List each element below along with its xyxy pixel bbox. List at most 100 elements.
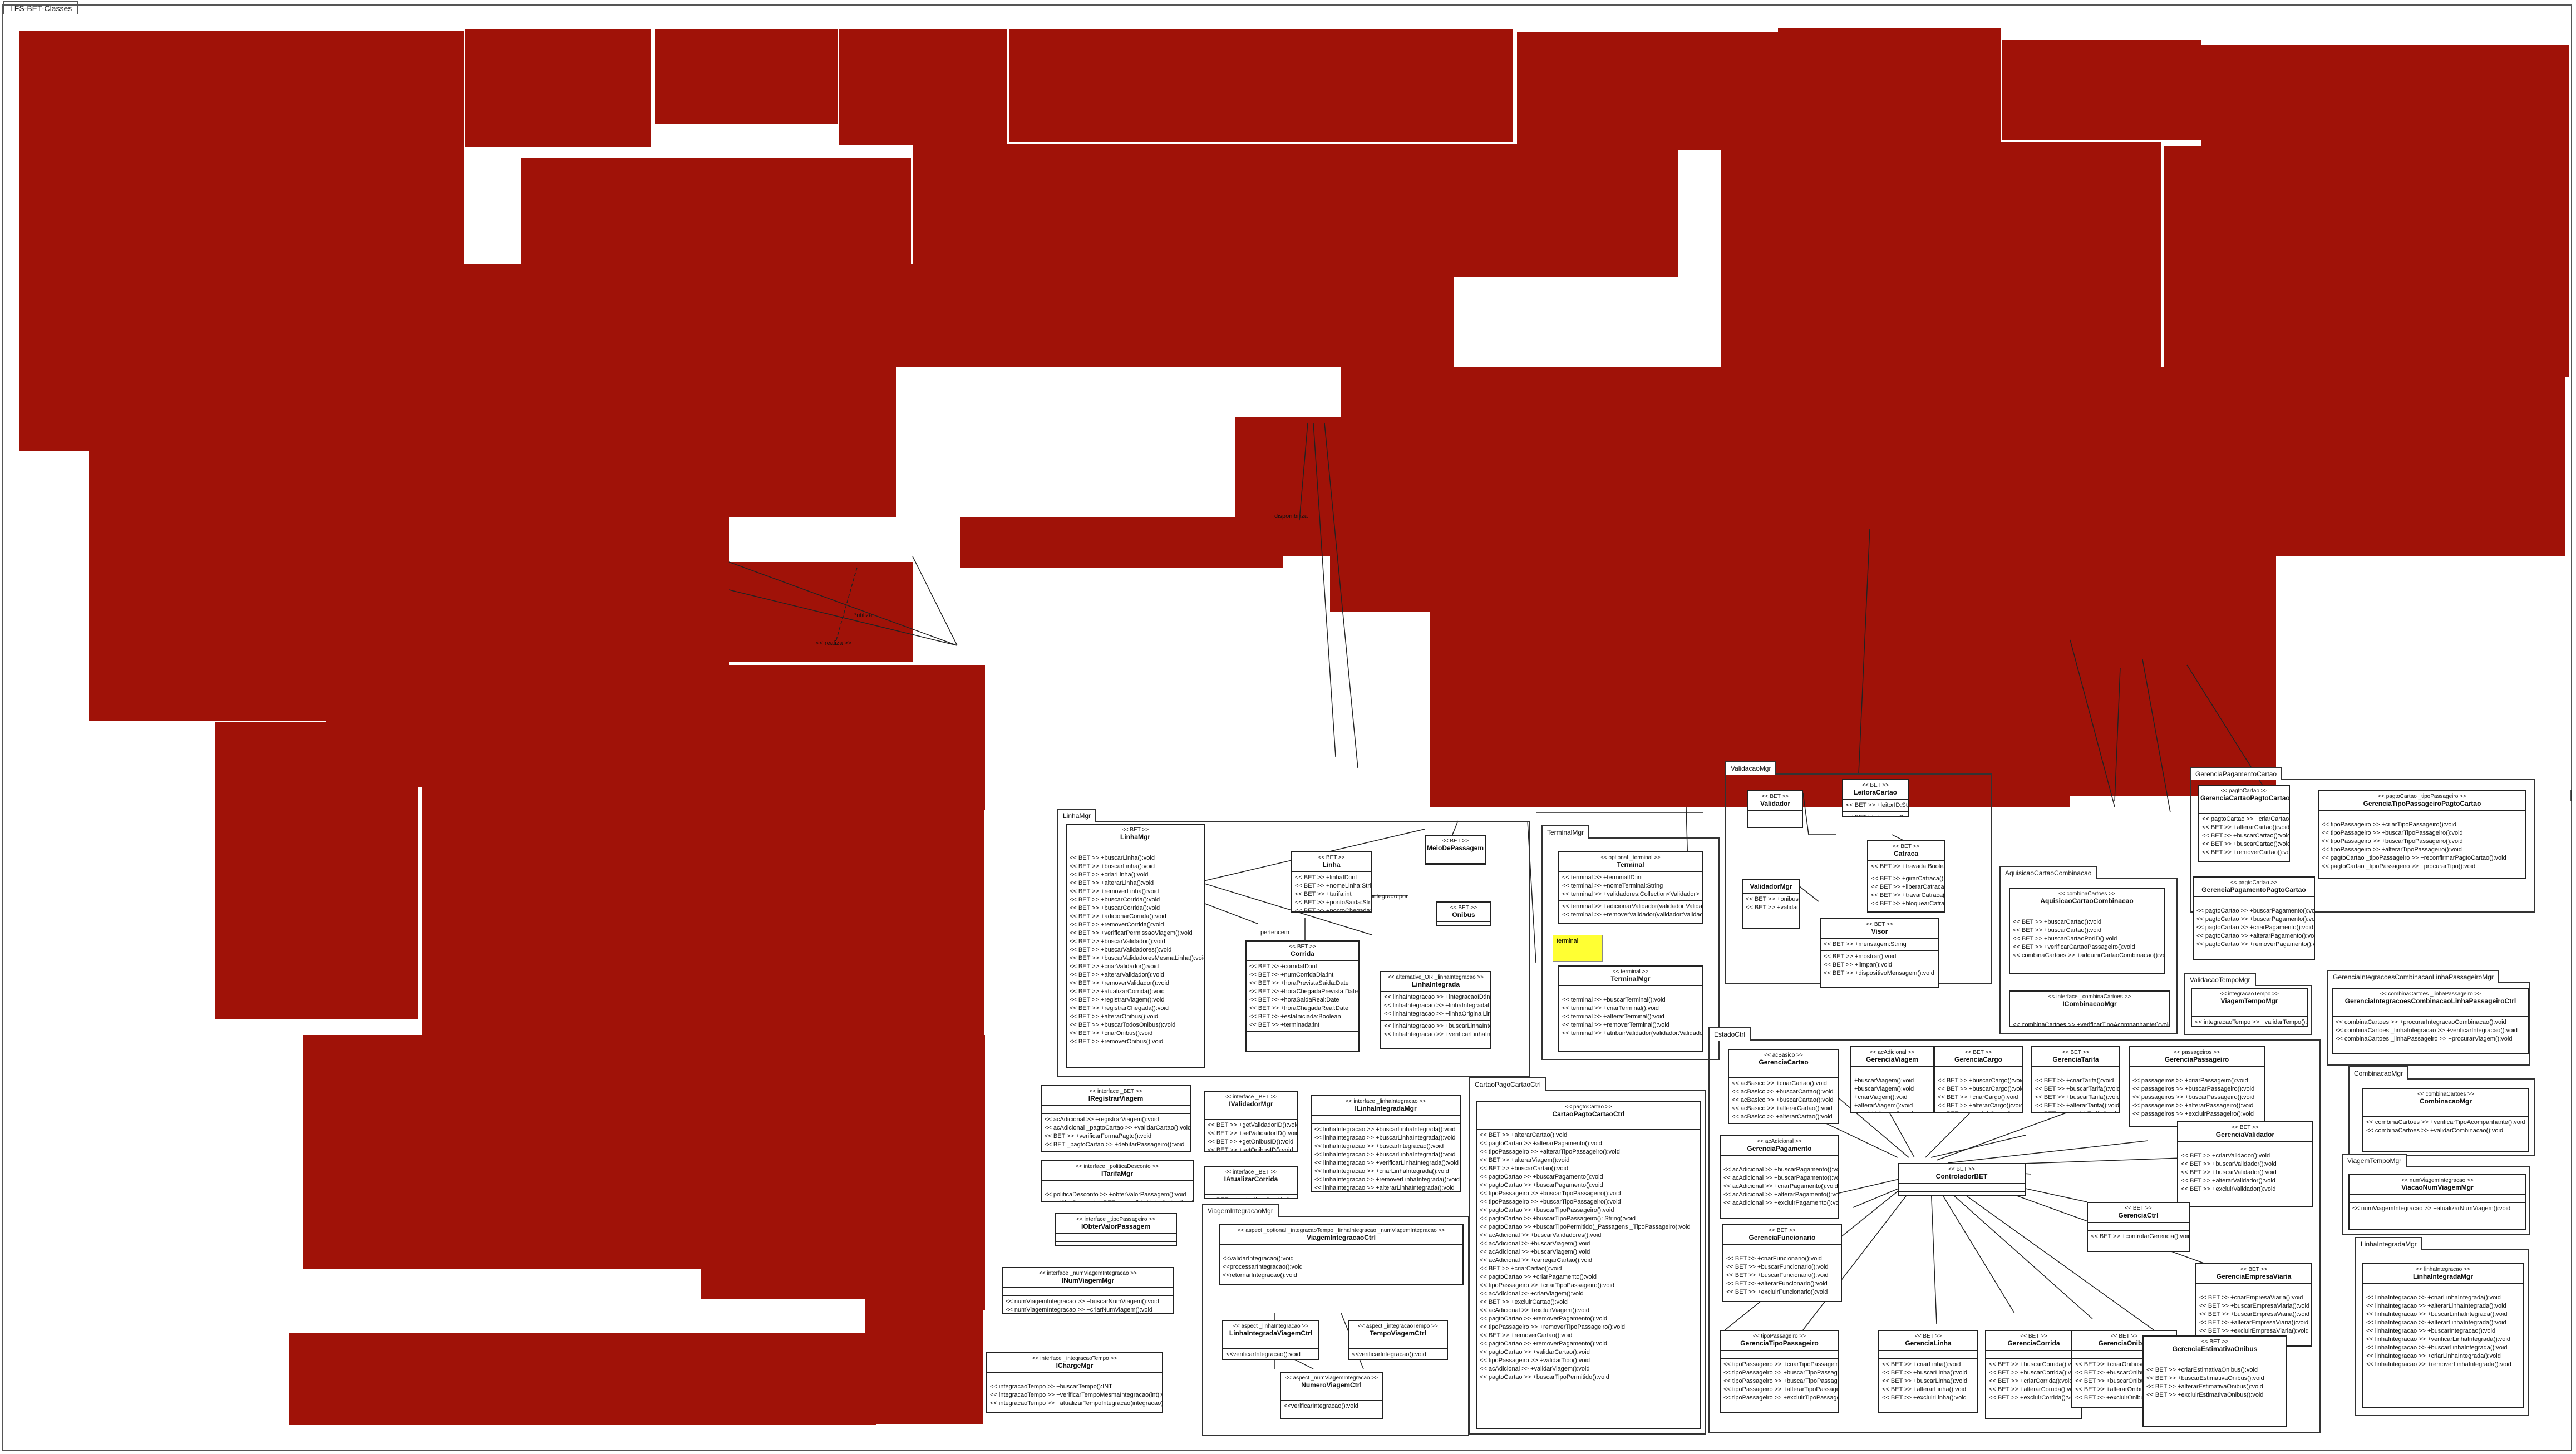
- class-header: << linhaIntegracao >>LinhaIntegradaMgr: [2363, 1264, 2523, 1284]
- class-operations: << BET >> +criarValidador():void<< BET >…: [2178, 1150, 2312, 1195]
- class-gempresa[interactable]: << BET >>GerenciaEmpresaViaria<< BET >> …: [2195, 1263, 2312, 1347]
- class-attributes: [1056, 1234, 1176, 1242]
- class-attributes: << BET >> +linhaID:int<< BET >> +nomeLin…: [1292, 872, 1371, 911]
- class-gcargo[interactable]: << BET >>GerenciaCargo<< BET >> +buscarC…: [1934, 1046, 2023, 1113]
- class-gctrl[interactable]: << BET >>GerenciaCtrl<< BET >> +controla…: [2087, 1202, 2190, 1252]
- class-name: GerenciaEstimativaOnibus: [2172, 1345, 2258, 1353]
- class-tempoctrl[interactable]: << aspect _integracaoTempo >>TempoViagem…: [1348, 1320, 1448, 1360]
- class-ilinhaint[interactable]: << interface _linhaIntegracao >>ILinhaIn…: [1311, 1095, 1461, 1192]
- class-itarifa[interactable]: << interface _politicaDesconto >>ITarifa…: [1041, 1160, 1194, 1202]
- class-gintcomb[interactable]: << combinaCartoes _linhaPassageiro >>Ger…: [2332, 988, 2529, 1054]
- class-gvalidador[interactable]: << BET >>GerenciaValidador<< BET >> +cri…: [2177, 1121, 2313, 1207]
- class-operation: << BET >> +iniciarAcessoAcesso():void: [1902, 1194, 2022, 1195]
- class-operation: << BET >> +buscarEstimativaOnibus():void: [2146, 1375, 2264, 1382]
- class-stereotype: << pagtoCartao >>: [2220, 788, 2268, 794]
- class-operations: << combinaCartoes >> +procurarIntegracao…: [2333, 1017, 2528, 1045]
- class-header: << aspect _integracaoTempo >>TempoViagem…: [1349, 1321, 1447, 1340]
- class-operation: << terminal >> +removerTerminal():void: [1562, 1022, 1669, 1028]
- class-icombmgr[interactable]: << interface _combinaCartoes >>ICombinac…: [2009, 990, 2170, 1027]
- class-name: IAtualizarCorrida: [1224, 1175, 1278, 1183]
- class-gviagem[interactable]: << acAdicional >>GerenciaViagem+buscarVi…: [1850, 1046, 1934, 1113]
- class-attributes: << BET >> +travada:Boolean: [1868, 861, 1944, 873]
- class-leitora[interactable]: << BET >>LeitoraCartao<< BET >> +leitorI…: [1842, 779, 1909, 817]
- class-stereotype: << optional _terminal >>: [1600, 855, 1661, 861]
- class-ivalorpass[interactable]: << interface _tipoPassageiro >>IObterVal…: [1055, 1213, 1177, 1246]
- class-operation: << BET >> +buscarTarifa():void: [2035, 1094, 2120, 1101]
- class-corrida[interactable]: << BET >>Corrida<< BET >> +corridaID:int…: [1245, 940, 1360, 1052]
- class-operations: << BET >> +atualizarCorrida():void: [1205, 1195, 1297, 1198]
- class-numctrl[interactable]: << aspect _numViagemIntegracao >>NumeroV…: [1280, 1372, 1383, 1419]
- class-linhaintctrl[interactable]: << aspect _linhaIntegracao >>LinhaIntegr…: [1222, 1320, 1319, 1360]
- class-meiopass[interactable]: << BET >>MeioDePassagem: [1425, 835, 1486, 865]
- class-visor[interactable]: << BET >>Visor<< BET >> +mensagem:String…: [1820, 918, 1939, 988]
- class-header: << BET >>LinhaMgr: [1067, 825, 1204, 844]
- class-operation: << BET >> +atualizarCorrida():void: [1070, 988, 1165, 995]
- class-linhaint[interactable]: << alternative_OR _linhaIntegracao >>Lin…: [1380, 971, 1491, 1049]
- class-gcartao[interactable]: << acBasico >>GerenciaCartao<< acBasico …: [1728, 1049, 1839, 1124]
- class-onibus[interactable]: << BET >>Onibus<< BET >> +onibusID:int: [1436, 901, 1491, 926]
- class-terminal[interactable]: << optional _terminal >>Terminal<< termi…: [1558, 851, 1703, 924]
- class-operation: << BET >> +excluirEstimativaOnibus():voi…: [2146, 1392, 2264, 1398]
- class-operation: << BET _pagtoCartao >> +debitarPassageir…: [1045, 1141, 1185, 1148]
- redacted-block: [2201, 144, 2569, 377]
- class-gfuncionario[interactable]: << BET >>GerenciaFuncionario<< BET >> +c…: [1722, 1224, 1842, 1302]
- class-operation: << combinaCartoes >> +verificarTipoAcomp…: [2013, 1022, 2170, 1027]
- class-contrlbet[interactable]: << BET >>ControladorBET<< BET >> +inicia…: [1898, 1163, 2026, 1196]
- class-gpassageiro[interactable]: << passageiros >>GerenciaPassageiro<< pa…: [2129, 1046, 2265, 1127]
- class-operation: << BET >> +alterarTarifa():void: [2035, 1102, 2120, 1109]
- class-combmgr[interactable]: << combinaCartoes >>CombinacaoMgr<< comb…: [2362, 1088, 2529, 1152]
- class-icargatempo[interactable]: << interface _integracaoTempo >>IChargeM…: [986, 1352, 1163, 1413]
- class-catraca[interactable]: << BET >>Catraca<< BET >> +travada:Boole…: [1867, 840, 1945, 913]
- class-viagemint[interactable]: << numViagemIntegracao >>ViacaoNumViagem…: [2348, 1174, 2526, 1230]
- class-name: ICombinacaoMgr: [2062, 1000, 2117, 1008]
- class-gcartao_pago[interactable]: << pagtoCartao >>GerenciaCartaoPagtoCart…: [2198, 785, 2290, 862]
- class-linhamgr[interactable]: << BET >>LinhaMgr<< BET >> +buscarLinha(…: [1066, 824, 1205, 1068]
- class-gtarifa[interactable]: << BET >>GerenciaTarifa<< BET >> +criarT…: [2031, 1046, 2120, 1113]
- class-operation: << tipoPassageiro >> +removerTipoPassage…: [1480, 1324, 1625, 1330]
- class-gcorrida[interactable]: << BET >>GerenciaCorrida<< BET >> +busca…: [1985, 1330, 2082, 1419]
- class-iatualizar[interactable]: << interface _BET >>IAtualizarCorrida<< …: [1204, 1166, 1298, 1199]
- redacted-block: [960, 517, 1283, 568]
- class-registrar[interactable]: << interface _BET >>IRegistrarViagem<< a…: [1041, 1085, 1191, 1152]
- class-attributes: << linhaIntegracao >> +integracaoID:int<…: [1381, 992, 1490, 1021]
- class-viagemintctrl[interactable]: << aspect _optional _integracaoTempo _li…: [1219, 1224, 1464, 1285]
- class-operation: << politicaDesconto >> +obterValorPassag…: [1045, 1191, 1186, 1198]
- class-validmgr[interactable]: ValidadorMgr<< BET >> +onibusID:int<< BE…: [1742, 879, 1800, 929]
- class-name: GerenciaCtrl: [2118, 1211, 2159, 1219]
- class-gtipopass[interactable]: << pagtoCartao _tipoPassageiro >>Gerenci…: [2318, 790, 2526, 879]
- class-name: GerenciaOnibus: [2098, 1339, 2150, 1347]
- class-stereotype: << acAdicional >>: [1869, 1049, 1915, 1056]
- package-viagem-tempo: ValidacaoTempoMgr: [2184, 973, 2312, 1035]
- class-linhaintmgr[interactable]: << linhaIntegracao >>LinhaIntegradaMgr <<…: [2362, 1263, 2524, 1408]
- class-operation: << linhaIntegracao >> +criarLinhaIntegra…: [2366, 1353, 2501, 1359]
- class-attributes: [2072, 1351, 2176, 1359]
- class-operation: << linhaIntegracao >> +buscarIntegracao(…: [1314, 1143, 1444, 1150]
- class-operation: << BET >> +setOnibusID():void: [1208, 1147, 1293, 1152]
- class-operation: << pagtoCartao >> +removerPagamento():vo…: [1480, 1340, 1607, 1347]
- class-operations: << BET >> +mostrar():void<< BET >> +limp…: [1821, 951, 1938, 979]
- class-operation: << acBasico >> +criarCartao():void: [1732, 1080, 1827, 1087]
- class-stereotype: << BET >>: [1892, 844, 1920, 850]
- class-ivalidador[interactable]: << interface _BET >>IValidadorMgr<< BET …: [1204, 1091, 1298, 1152]
- class-operation: << BET >> +verificarPermissaoViagem():vo…: [1070, 930, 1193, 937]
- class-gpag_pagto[interactable]: << pagtoCartao >>GerenciaPagamentoPagtoC…: [2193, 876, 2315, 960]
- class-glinha[interactable]: << BET >>GerenciaLinha<< BET >> +criarLi…: [1878, 1330, 1978, 1413]
- class-inumviagem[interactable]: << interface _numViagemIntegracao >>INum…: [1002, 1267, 1174, 1314]
- class-viagemtempo[interactable]: << integracaoTempo >>ViagemTempoMgr<< in…: [2191, 988, 2308, 1027]
- class-cartaopagoctrl[interactable]: << pagtoCartao >>CartaoPagtoCartaoCtrl<<…: [1476, 1101, 1701, 1429]
- label-pertencem: pertencem: [1260, 929, 1289, 936]
- terminal-note: terminal: [1553, 935, 1603, 962]
- class-operation: << tipoPassageiro >> +criarTipoPassageir…: [1723, 1361, 1839, 1368]
- class-header: << BET >>GerenciaOnibus: [2072, 1331, 2176, 1351]
- class-terminalmgr[interactable]: << terminal >>TerminalMgr<< terminal >> …: [1558, 965, 1703, 1052]
- class-attributes: [2319, 811, 2525, 819]
- class-linha[interactable]: << BET >>Linha<< BET >> +linhaID:int<< B…: [1291, 851, 1372, 913]
- class-operation: << BET >> +criarFuncionario():void: [1726, 1255, 1822, 1262]
- class-operation: << acBasico >> +alterarCartao():void: [1732, 1113, 1833, 1120]
- class-validador[interactable]: << BET >>Validador: [1747, 790, 1803, 828]
- class-aquisicao[interactable]: << combinaCartoes >>AquisicaoCartaoCombi…: [2009, 888, 2165, 974]
- class-header: << combinaCartoes _linhaPassageiro >>Ger…: [2333, 989, 2528, 1008]
- class-gestimativa[interactable]: << BET >>GerenciaEstimativaOnibus<< BET …: [2142, 1335, 2287, 1427]
- class-gpagamento[interactable]: << acAdicional >>GerenciaPagamento<< acA…: [1720, 1135, 1839, 1219]
- class-gtipopassageiro[interactable]: << tipoPassageiro >>GerenciaTipoPassagei…: [1720, 1330, 1839, 1413]
